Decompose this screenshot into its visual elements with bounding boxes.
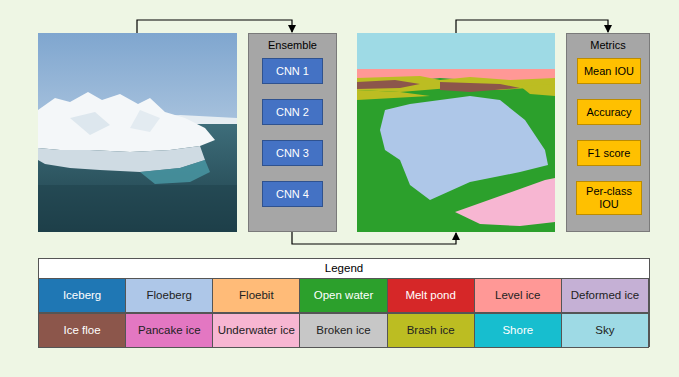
ice-photo	[38, 33, 237, 232]
legend-title: Legend	[325, 262, 363, 275]
group-panel: EnsembleCNN 1 CNN 2 CNN 3 CNN 4	[248, 33, 337, 232]
legend-label: Ice floe	[64, 324, 101, 337]
box-label: CNN 1	[276, 65, 309, 78]
legend-label: Pancake ice	[138, 324, 201, 337]
group-panel: MetricsMean IOU Accuracy F1 scorePer-class…	[566, 33, 650, 232]
box-label: Per-class IOU	[579, 185, 639, 211]
legend-label: Level ice	[495, 289, 540, 302]
legend-label: Floeberg	[147, 289, 192, 302]
legend-swatch: Deformed ice	[561, 278, 649, 313]
legend-swatch: Sky	[561, 313, 649, 348]
box-label: Accuracy	[586, 106, 631, 119]
process-box: CNN 3	[262, 140, 323, 166]
process-box: CNN 1	[262, 58, 323, 84]
legend-label: Underwater ice	[218, 324, 295, 337]
legend-label: Deformed ice	[571, 289, 639, 302]
legend-swatch: Melt pond	[387, 278, 475, 313]
process-box: Mean IOU	[577, 58, 641, 84]
legend-swatch: Pancake ice	[125, 313, 213, 348]
legend-label: Sky	[595, 324, 614, 337]
legend-label: Brash ice	[407, 324, 455, 337]
legend-label: Floebit	[239, 289, 274, 302]
legend-swatch: Open water	[299, 278, 387, 313]
process-box: Per-class IOU	[576, 181, 642, 215]
legend-label: Melt pond	[405, 289, 456, 302]
legend-swatch: Level ice	[474, 278, 562, 313]
segmentation-mask	[357, 33, 555, 232]
legend-swatch: Iceberg	[38, 278, 126, 313]
legend-swatch: Floeberg	[125, 278, 213, 313]
box-label: Mean IOU	[584, 65, 634, 78]
process-box: CNN 2	[262, 99, 323, 125]
process-box: CNN 4	[262, 181, 323, 207]
process-box: Accuracy	[577, 99, 641, 125]
panel-heading: Metrics	[567, 39, 649, 52]
legend-header: Legend	[39, 259, 649, 279]
box-label: CNN 4	[276, 188, 309, 201]
legend-label: Iceberg	[63, 289, 101, 302]
legend-swatch: Broken ice	[299, 313, 387, 348]
legend-label: Shore	[502, 324, 533, 337]
legend-label: Broken ice	[316, 324, 370, 337]
legend-swatch: Brash ice	[387, 313, 475, 348]
legend-label: Open water	[314, 289, 373, 302]
legend-swatch: Shore	[474, 313, 562, 348]
legend-swatch: Underwater ice	[212, 313, 300, 348]
legend-swatch: Floebit	[212, 278, 300, 313]
legend-swatch: Ice floe	[38, 313, 126, 348]
process-box: F1 score	[577, 140, 641, 166]
flow-arrow	[137, 20, 608, 244]
box-label: F1 score	[588, 147, 631, 160]
box-label: CNN 3	[276, 147, 309, 160]
box-label: CNN 2	[276, 106, 309, 119]
panel-heading: Ensemble	[249, 39, 336, 52]
legend-table: LegendIceberg Floeberg Floebit Open water Me…	[38, 258, 650, 347]
